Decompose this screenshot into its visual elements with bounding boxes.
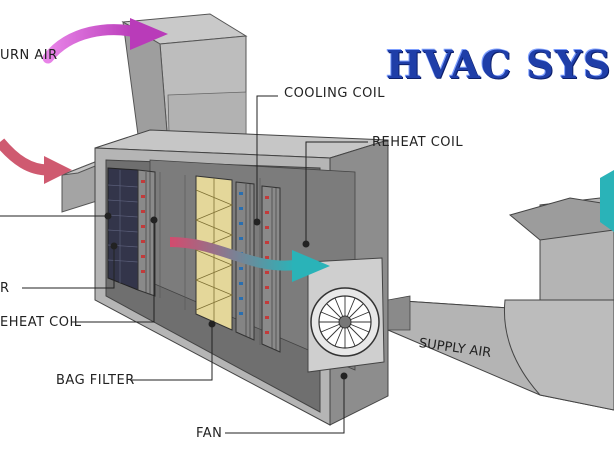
leader-dots (104, 212, 348, 380)
cooling-coil-label: COOLING COIL (284, 86, 385, 101)
fan-label: FAN (196, 426, 223, 441)
title: HVAC SYS (386, 42, 612, 87)
return-air-label: URN AIR (0, 48, 58, 63)
centrifugal-fan-icon (307, 257, 385, 373)
reheat-coil-label: REHEAT COIL (372, 135, 464, 150)
supply-air-duct (387, 197, 614, 411)
leader-lines (0, 95, 368, 434)
supply-air-arrow (600, 170, 614, 232)
bag-filter-label: BAG FILTER (56, 373, 135, 388)
preheat-coil-label: EHEAT COIL (0, 315, 82, 330)
outside-air-arrow (0, 138, 72, 184)
internal-airflow-arrow (169, 237, 330, 282)
pre-filter (107, 167, 139, 291)
return-air-arrow (42, 18, 168, 64)
preheat-coil (137, 169, 156, 297)
label-left-r: R (0, 281, 10, 296)
